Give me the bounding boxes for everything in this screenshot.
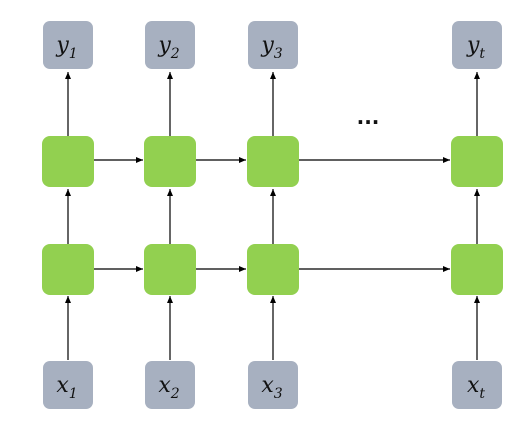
- hidden-cell-l1-3: [247, 244, 299, 295]
- output-row: y1 y2 y3 yt: [43, 21, 502, 69]
- svg-text:yt: yt: [466, 33, 485, 62]
- hidden-layer-1: [42, 244, 503, 295]
- output-subscript: 3: [274, 46, 283, 62]
- svg-text:y2: y2: [157, 33, 179, 62]
- svg-text:xt: xt: [467, 373, 485, 402]
- svg-text:x1: x1: [56, 373, 77, 402]
- input-subscript: 2: [170, 386, 180, 402]
- svg-text:x3: x3: [261, 373, 282, 402]
- hidden-cell-l1-1: [42, 244, 94, 295]
- output-label: y: [260, 33, 274, 58]
- hidden-layer-2: [42, 136, 503, 187]
- input-subscript: 1: [69, 386, 78, 402]
- input-label: x: [56, 373, 69, 398]
- hidden-cell-l1-t: [451, 244, 503, 295]
- input-subscript: t: [479, 386, 485, 402]
- input-node-t: xt: [452, 361, 502, 409]
- output-label: y: [466, 33, 480, 58]
- input-label: x: [261, 373, 274, 398]
- hidden-cell-l2-t: [451, 136, 503, 187]
- input-node-3: x3: [248, 361, 298, 409]
- output-subscript: t: [479, 46, 485, 62]
- output-node-2: y2: [145, 21, 195, 69]
- input-node-2: x2: [145, 361, 195, 409]
- output-node-1: y1: [43, 21, 93, 69]
- output-label: y: [157, 33, 171, 58]
- output-node-t: yt: [452, 21, 502, 69]
- ellipsis-label: ...: [357, 105, 380, 129]
- hidden-cell-l1-2: [144, 244, 196, 295]
- output-subscript: 2: [170, 46, 180, 62]
- svg-text:y1: y1: [55, 33, 77, 62]
- input-label: x: [158, 373, 171, 398]
- input-row: x1 x2 x3 xt: [43, 361, 502, 409]
- hidden-cell-l2-2: [144, 136, 196, 187]
- output-subscript: 1: [69, 46, 78, 62]
- input-to-layer1-arrows: [65, 296, 480, 360]
- hidden-cell-l2-1: [42, 136, 94, 187]
- svg-text:x2: x2: [158, 373, 179, 402]
- input-subscript: 3: [274, 386, 283, 402]
- layer2-to-output-arrows: [65, 72, 480, 136]
- output-label: y: [55, 33, 69, 58]
- input-label: x: [467, 373, 480, 398]
- input-node-1: x1: [43, 361, 93, 409]
- layer1-to-layer2-arrows: [65, 189, 480, 244]
- svg-text:y3: y3: [260, 33, 282, 62]
- output-node-3: y3: [248, 21, 298, 69]
- hidden-cell-l2-3: [247, 136, 299, 187]
